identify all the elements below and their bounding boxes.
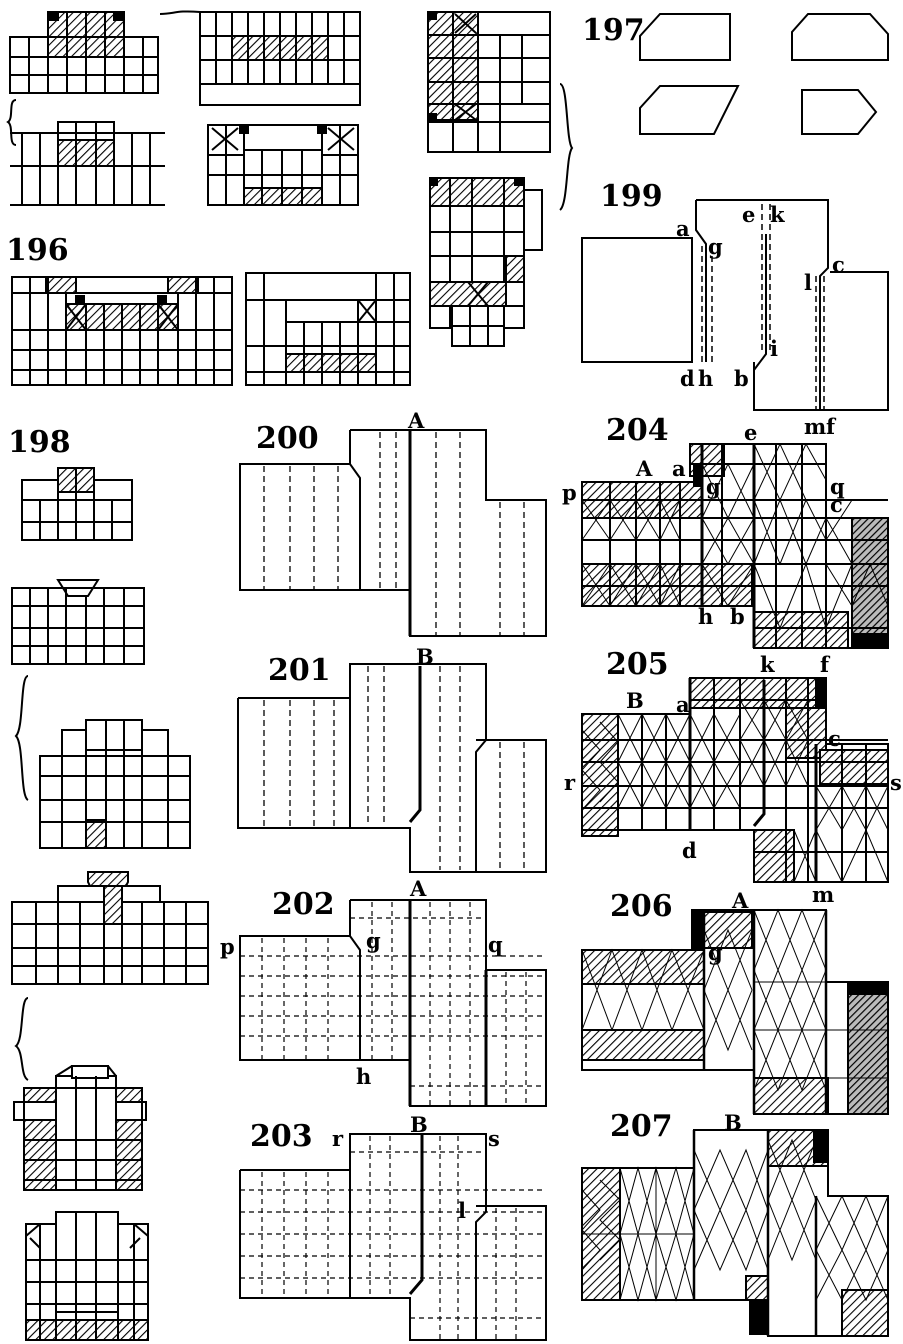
figure-196-group [6,10,574,386]
fig198-block-c [39,719,191,849]
fig205-label-m: m [812,882,834,907]
figure-number-202: 202 [272,887,335,922]
fig202-label-A: A [409,876,427,901]
fig205-label-c: c [828,726,841,751]
fig198-block-e [13,1065,147,1191]
fig202-label-g: g [366,928,381,953]
fig205-label-s: s [890,770,902,795]
fig203-label-r: r [332,1126,344,1151]
fig203-label-B: B [410,1112,428,1137]
figure-number-197: 197 [582,13,645,48]
fig203-label-l: l [458,1198,466,1223]
figure-198-group [11,467,209,1341]
fig206-label-A: A [731,888,749,913]
figure-207-diagram [581,1129,889,1337]
fig196-block-g [427,11,551,153]
fig199-label-b: b [734,366,749,391]
fig205-label-f: f [820,652,831,677]
fig204-label-e: e [744,420,757,445]
figure-199-diagram [581,199,889,411]
fig204-label-p: p [562,480,577,505]
fig204-label-h: h [698,604,713,629]
fig199-label-h: h [698,366,713,391]
fig200-label-A: A [407,408,425,433]
fig199-label-i: i [770,336,778,361]
figure-number-199: 199 [600,179,663,214]
fig204-label-f: f [826,414,837,439]
fig199-label-g: g [708,234,723,259]
fig199-label-a: a [676,216,690,241]
fig196-block-a [9,11,159,94]
fig199-label-c: c [832,252,845,277]
fig196-block-h [429,177,543,347]
fig196-block-e [11,276,233,386]
figure-number-201: 201 [268,653,331,688]
fig199-label-k: k [770,202,785,227]
figure-205-diagram [581,677,889,884]
fig196-block-c [10,121,165,206]
fig201-label-B: B [416,644,434,669]
figure-number-204: 204 [606,413,669,448]
fig199-label-d: d [680,366,695,391]
fig204-label-A: A [635,456,653,481]
fig196-block-b [199,11,361,106]
figure-number-205: 205 [606,647,669,682]
fig205-label-B: B [626,688,644,713]
fig199-label-e: e [742,202,755,227]
fig198-block-f [25,1211,149,1341]
figure-number-196: 196 [6,233,69,268]
fig205-label-d: d [682,838,697,863]
figure-200-diagram [239,429,547,637]
fig199-label-l: l [804,270,812,295]
fig196-block-f [245,272,411,386]
fig196-block-d [207,124,359,206]
fig207-label-B: B [724,1110,742,1135]
figure-201-diagram [237,663,547,873]
fig205-label-k: k [760,652,775,677]
figure-number-198: 198 [8,425,71,460]
figure-206-diagram [581,908,889,1115]
figure-197-shapes [639,13,889,135]
figure-203-diagram [239,1133,547,1341]
fig204-label-g: g [706,474,721,499]
fig202-label-h: h [356,1064,371,1089]
figure-202-diagram [239,899,547,1107]
fig204-label-m: m [804,414,826,439]
fig198-block-a [21,467,133,541]
figure-number-207: 207 [610,1109,673,1144]
fig202-label-p: p [220,934,235,959]
fig204-label-c: c [830,492,843,517]
fig203-label-s: s [488,1126,500,1151]
figure-number-206: 206 [610,889,673,924]
figure-204-diagram [581,442,889,649]
fig198-block-b [11,579,145,665]
figure-number-200: 200 [256,421,319,456]
fig204-label-q: q [830,474,845,499]
fig204-label-a: a [672,456,686,481]
fig206-label-g: g [708,940,723,965]
fig202-label-q: q [488,932,503,957]
fig205-label-r: r [564,770,576,795]
fig204-label-b: b [730,604,745,629]
figure-number-203: 203 [250,1119,313,1154]
fig205-label-a: a [676,692,690,717]
fig198-block-d [11,871,209,985]
